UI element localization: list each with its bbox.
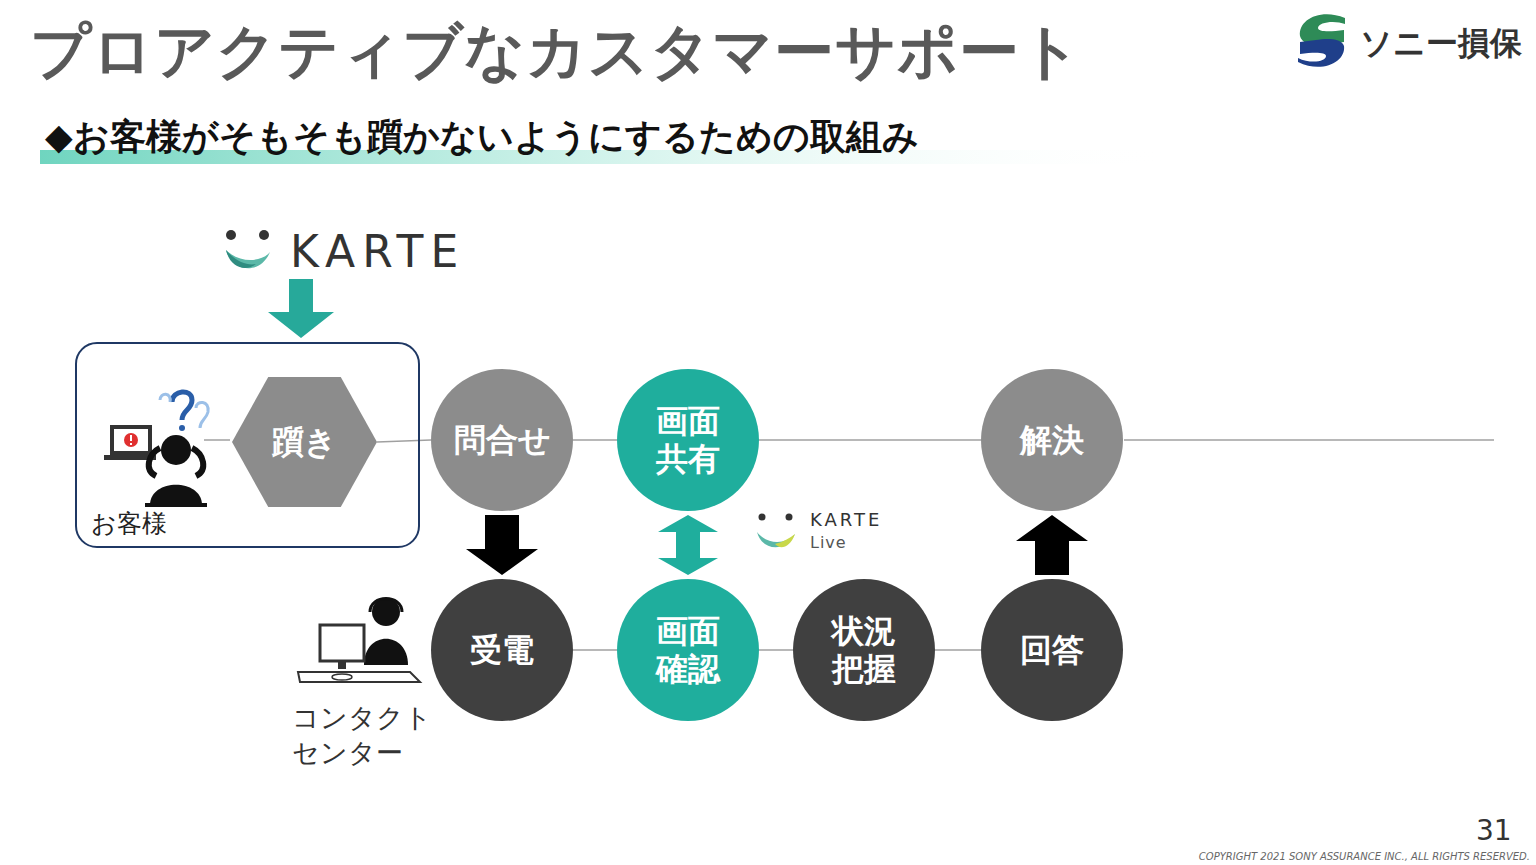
copyright: COPYRIGHT 2021 SONY ASSURANCE INC., ALL … [1199, 851, 1530, 862]
hexagon-node: 躓き [232, 377, 377, 507]
timeline-connector [573, 439, 617, 441]
operator-illustration [298, 598, 420, 682]
slide-title: プロアクティブなカスタマーサポート [30, 12, 1082, 93]
company-name: ソニー損保 [1360, 22, 1522, 66]
page-number: 31 [1476, 814, 1512, 847]
step-circle: 受電 [431, 579, 573, 721]
step-circle: 解決 [981, 369, 1123, 511]
timeline-connector [759, 649, 793, 651]
timeline-connector [759, 439, 981, 441]
karte-arrow [268, 279, 334, 338]
karte-logo-text: KARTE [290, 226, 465, 277]
hexagon-fill [232, 377, 377, 507]
block-arrow [1016, 515, 1088, 575]
node-label: 状況 把握 [832, 612, 896, 689]
timeline-connector [935, 649, 981, 651]
company-logo-mark [1298, 14, 1345, 67]
step-circle: 回答 [981, 579, 1123, 721]
karte-live-sub: Live [810, 533, 847, 552]
timeline-connector [573, 649, 617, 651]
karte-logo-icon [226, 230, 270, 268]
step-circle: 問合せ [431, 369, 573, 511]
customer-group-box: お客様 躓き [75, 342, 420, 548]
node-label: 画面 確認 [656, 612, 720, 689]
karte-live-icon [757, 514, 795, 548]
step-circle: 画面 共有 [617, 369, 759, 511]
group-label: お客様 [91, 507, 167, 540]
karte-live-text: KARTE [810, 509, 882, 530]
subtitle: ◆お客様がそもそも躓かないようにするための取組み [45, 113, 919, 162]
node-label: 回答 [1020, 631, 1084, 669]
double-block-arrow [658, 515, 718, 575]
step-circle: 状況 把握 [793, 579, 935, 721]
node-label: 解決 [1020, 421, 1084, 459]
timeline-line [1124, 439, 1494, 441]
block-arrow [466, 515, 538, 575]
node-label: 躓き [272, 423, 337, 461]
timeline-connector [377, 440, 431, 442]
contact-center-label: コンタクト センター [292, 700, 442, 770]
node-label: 問合せ [454, 421, 551, 459]
timeline-line [204, 439, 230, 441]
node-label: 受電 [470, 631, 534, 669]
customer-illustration [104, 392, 208, 507]
node-label: 画面 共有 [656, 402, 720, 479]
step-circle: 画面 確認 [617, 579, 759, 721]
